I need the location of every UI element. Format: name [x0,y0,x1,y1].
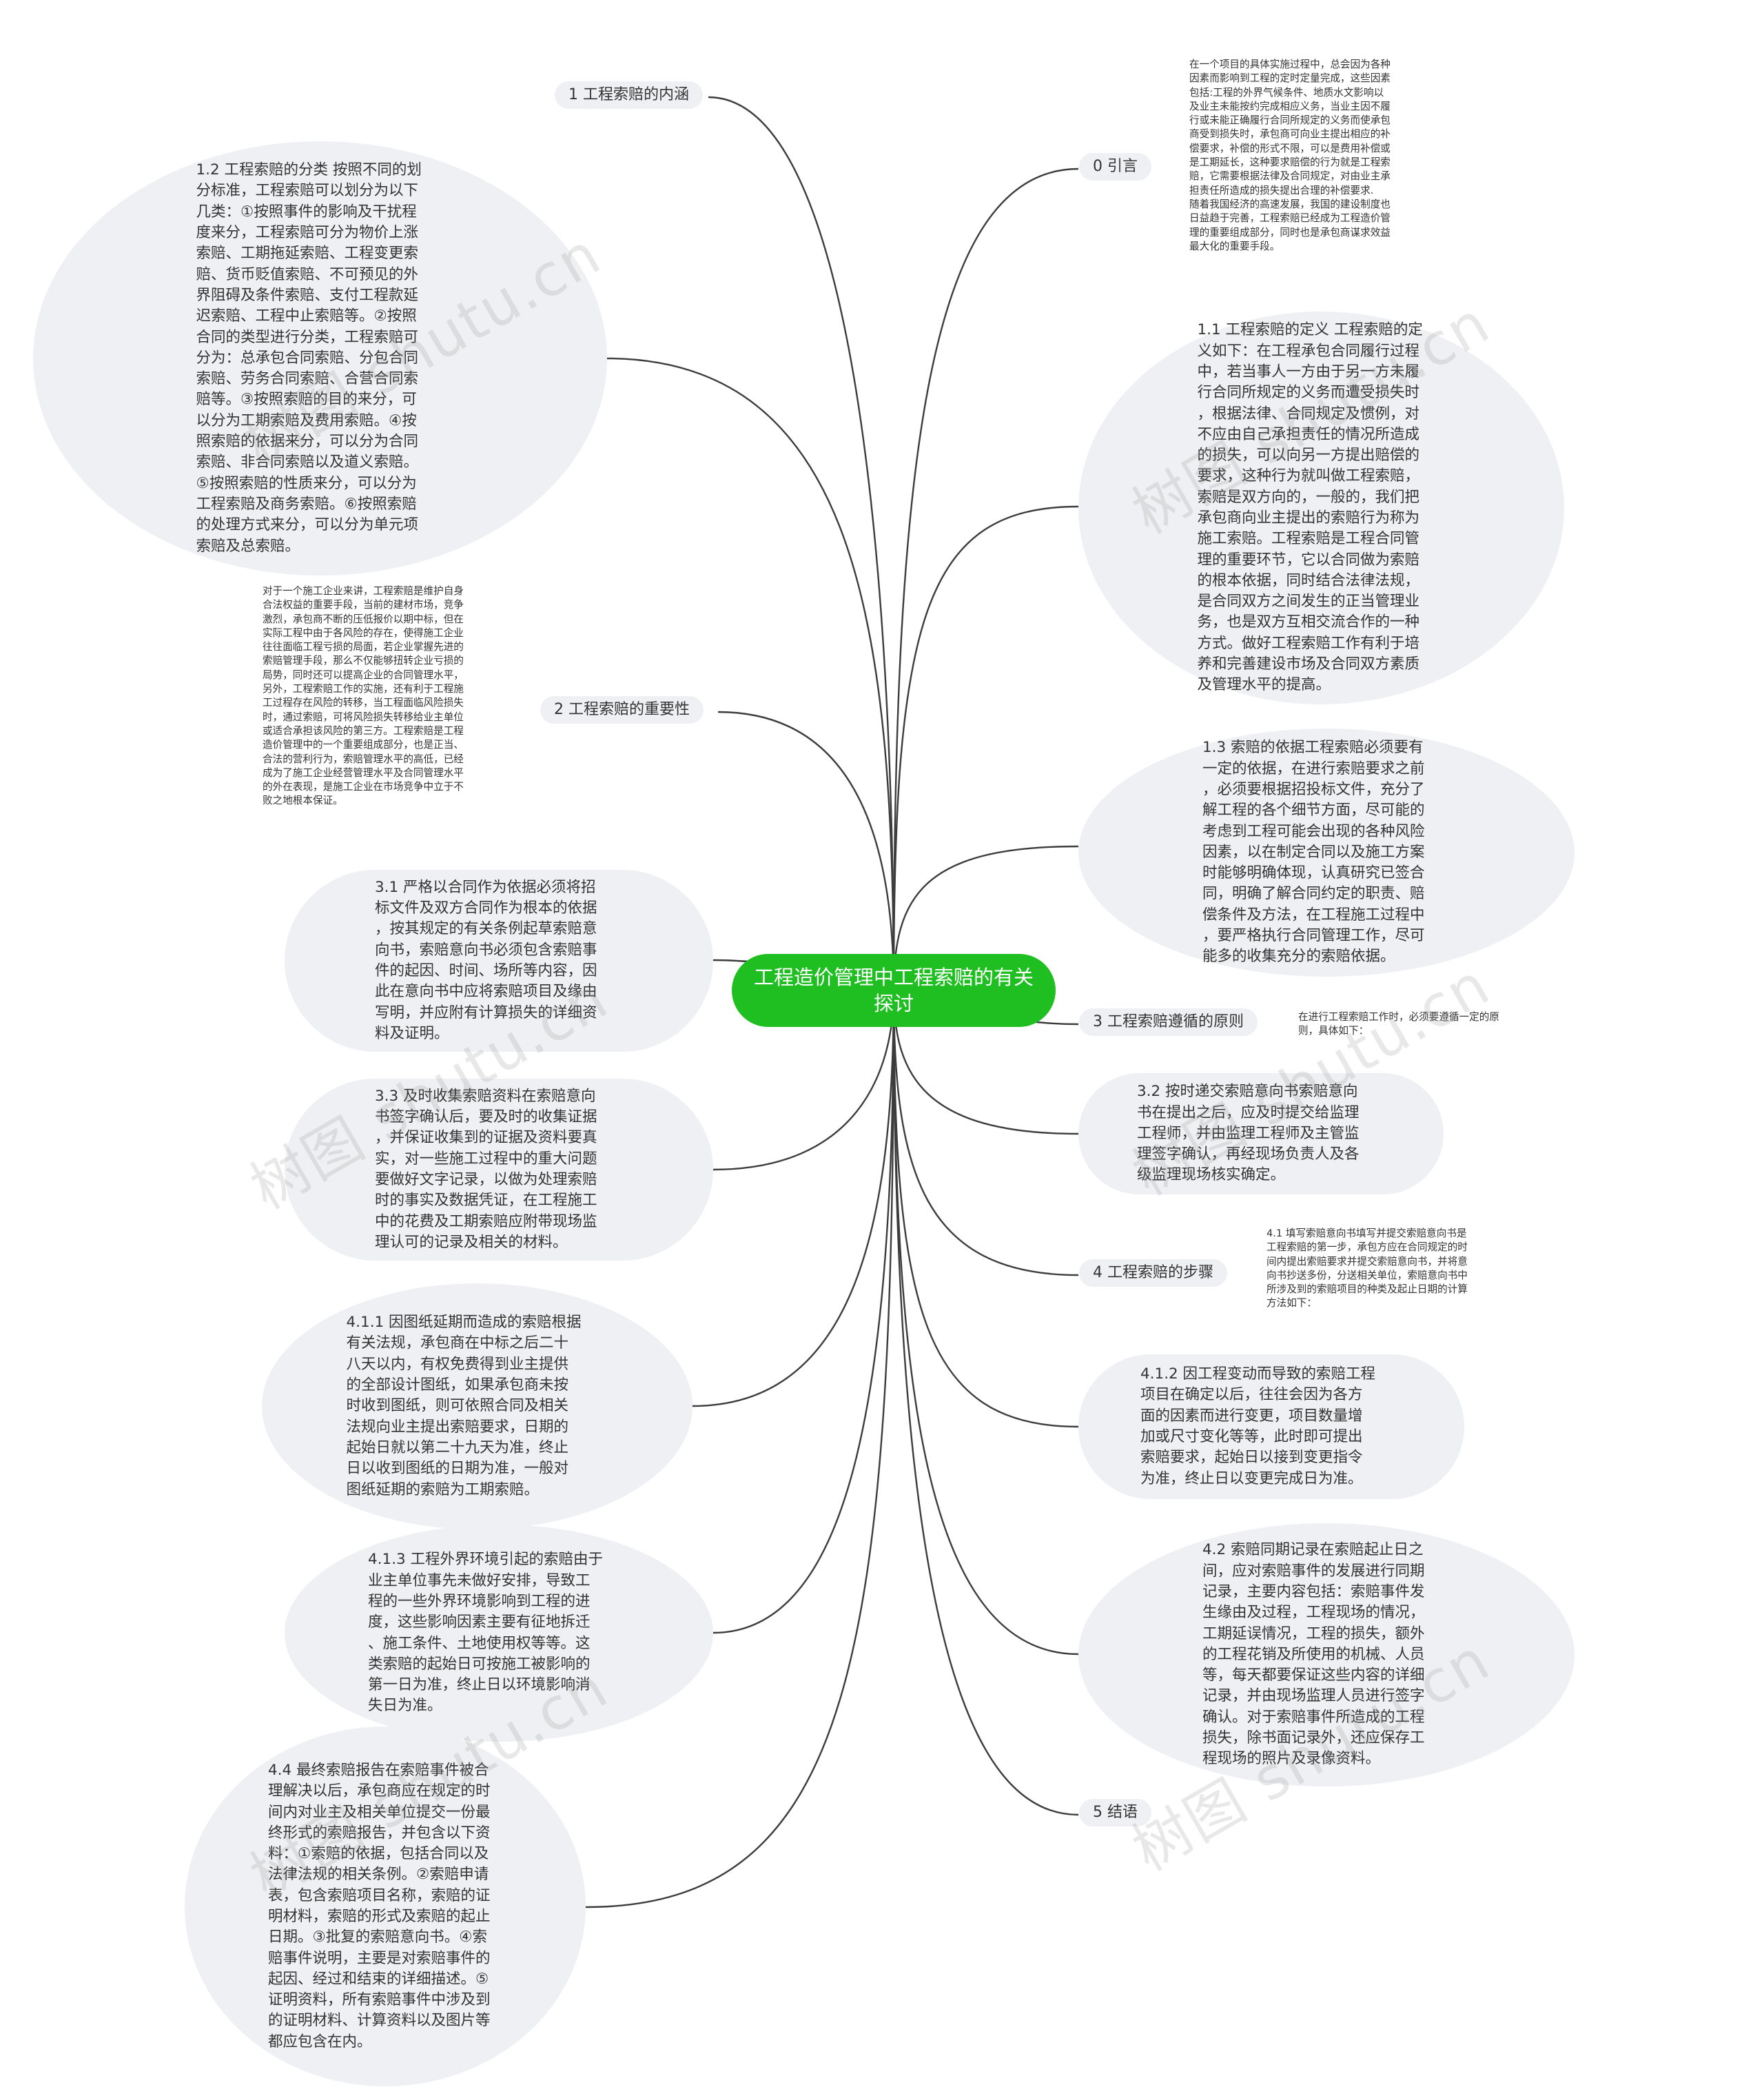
branch-0-introduction[interactable]: 0 引言 [1079,153,1151,181]
link-b2 [717,711,895,991]
link-b4 [892,990,1079,1276]
link-n412 [892,990,1079,1428]
node-3-1-contract-basis[interactable]: 3.1 严格以合同作为依据必须将招 标文件及双方合同作为根本的依据 ，按其规定的… [285,870,713,1052]
note-importance: 对于一个施工企业来讲，工程索赔是维护自身 合法权益的重要手段，当前的建材市场，竞… [263,585,464,807]
node-3-1-text: 3.1 严格以合同作为依据必须将招 标文件及双方合同作为根本的依据 ，按其规定的… [375,878,597,1042]
link-b1 [708,96,895,991]
node-4-2-text: 4.2 索赔同期记录在索赔起止日之 间，应对索赔事件的发展进行同期 记录，主要内… [1202,1541,1425,1768]
branch-4-steps[interactable]: 4 工程索赔的步骤 [1079,1259,1227,1287]
branch-1-connotation[interactable]: 1 工程索赔的内涵 [555,81,703,109]
link-n11 [892,505,1079,991]
node-3-2-submit-intent[interactable]: 3.2 按时递交索赔意向书索赔意向 书在提出之后，应及时提交给监理 工程师，并由… [1078,1073,1444,1194]
link-n12 [606,357,895,991]
node-4-1-3-text: 4.1.3 工程外界环境引起的索赔由于 业主单位事先未做好安排，导致工 程的一些… [368,1551,604,1715]
node-3-3-collect-data[interactable]: 3.3 及时收集索赔资料在索赔意向 书签字确认后，要及时的收集证据 ，并保证收集… [285,1079,713,1261]
node-3-3-text: 3.3 及时收集索赔资料在索赔意向 书签字确认后，要及时的收集证据 ，并保证收集… [375,1087,597,1251]
link-b5 [892,990,1079,1816]
branch-3-principles[interactable]: 3 工程索赔遵循的原则 [1079,1008,1258,1036]
node-1-2-text: 1.2 工程索赔的分类 按照不同的划 分标准，工程索赔可以划分为以下 几类：①按… [196,161,422,555]
node-4-1-2-change[interactable]: 4.1.2 因工程变动而导致的索赔工程 项目在确定以后，往往会因为各方 面的因素… [1078,1354,1464,1499]
node-4-4-final-report[interactable]: 4.4 最终索赔报告在索赔事件被合 理解决以后，承包商应在规定的时 间内对业主及… [185,1727,586,2086]
node-4-2-records[interactable]: 4.2 索赔同期记录在索赔起止日之 间，应对索赔事件的发展进行同期 记录，主要内… [1078,1523,1575,1786]
node-4-4-text: 4.4 最终索赔报告在索赔事件被合 理解决以后，承包商应在规定的时 间内对业主及… [268,1761,491,2050]
branch-2-importance[interactable]: 2 工程索赔的重要性 [540,696,704,724]
node-1-3-text: 1.3 索赔的依据工程索赔必须要有 一定的依据，在进行索赔要求之前 ，必须要根据… [1202,739,1425,966]
node-1-2-classification[interactable]: 1.2 工程索赔的分类 按照不同的划 分标准，工程索赔可以划分为以下 几类：①按… [33,141,607,576]
note-introduction: 在一个项目的具体实施过程中，总会因为各种 因素而影响到工程的定时定量完成，这些因… [1189,59,1391,252]
branch-5-conclusion[interactable]: 5 结语 [1079,1799,1151,1826]
link-n44 [585,990,895,1908]
link-n42 [892,990,1079,1656]
node-4-1-2-text: 4.1.2 因工程变动而导致的索赔工程 项目在确定以后，往往会因为各方 面的因素… [1140,1365,1376,1487]
root-topic[interactable]: 工程造价管理中工程索赔的有关探讨 [732,954,1056,1027]
node-4-1-1-drawing-delay[interactable]: 4.1.1 因图纸延期而造成的索赔根据 有关法规，承包商在中标之后二十 八天以内… [262,1283,693,1529]
link-n413 [712,990,895,1634]
node-1-1-text: 1.1 工程索赔的定义 工程索赔的定 义如下：在工程承包合同履行过程 中，若当事… [1197,321,1423,694]
node-1-1-definition[interactable]: 1.1 工程索赔的定义 工程索赔的定 义如下：在工程承包合同履行过程 中，若当事… [1078,312,1564,704]
link-b0 [892,167,1079,991]
node-4-1-3-environment[interactable]: 4.1.3 工程外界环境引起的索赔由于 业主单位事先未做好安排，导致工 程的一些… [285,1525,713,1742]
note-principles: 在进行工程索赔工作时，必须要遵循一定的原 则，具体如下： [1298,1011,1499,1037]
note-steps: 4.1 填写索赔意向书填写并提交索赔意向书是 工程索赔的第一步，承包方应在合同规… [1266,1228,1468,1310]
node-4-1-1-text: 4.1.1 因图纸延期而造成的索赔根据 有关法规，承包商在中标之后二十 八天以内… [346,1314,582,1498]
node-1-3-basis[interactable]: 1.3 索赔的依据工程索赔必须要有 一定的依据，在进行索赔要求之前 ，必须要根据… [1078,729,1575,977]
node-3-2-text: 3.2 按时递交索赔意向书索赔意向 书在提出之后，应及时提交给监理 工程师，并由… [1137,1083,1360,1184]
link-n411 [692,990,895,1407]
